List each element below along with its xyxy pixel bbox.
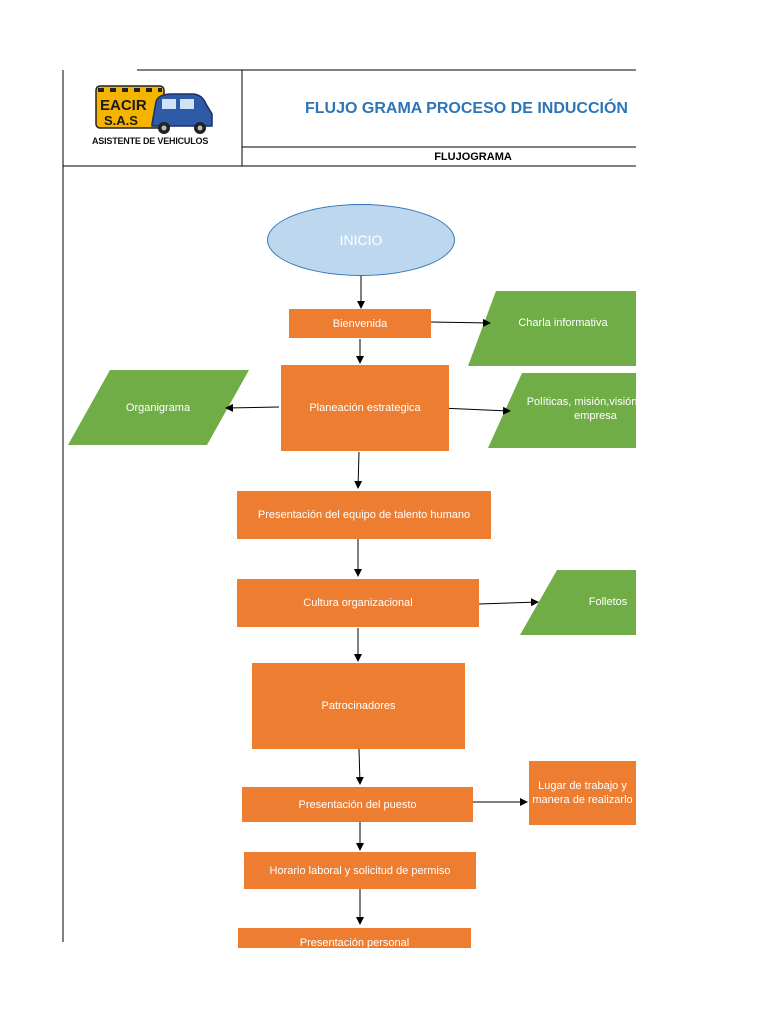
arrow-planeacion-equipo — [354, 451, 363, 489]
node-inicio: INICIO — [267, 204, 455, 276]
node-politicas: Políticas, misión,visión de la empresa — [526, 396, 636, 422]
node-lugar-label: Lugar de trabajo y manera de realizarlo — [532, 780, 633, 806]
logo-tagline: ASISTENTE DE VEHICULOS — [92, 136, 209, 146]
node-horario: Horario laboral y solicitud de permiso — [244, 852, 476, 889]
node-folletos: Folletos — [588, 596, 628, 608]
page-subtitle: FLUJOGRAMA — [434, 151, 512, 163]
arrow-planeacion-organigrama — [225, 403, 280, 412]
node-personal: Presentación personal — [238, 928, 471, 948]
flowchart-shapes — [68, 275, 636, 925]
arrow-planeacion-politicas — [439, 406, 511, 415]
node-organigrama: Organigrama — [125, 402, 191, 414]
arrow-bienvenida-charla — [430, 318, 491, 327]
node-planeacion: Planeación estrategica — [281, 365, 449, 451]
logo-line2: S.A.S — [104, 113, 138, 128]
node-puesto: Presentación del puesto — [242, 787, 473, 822]
arrow-patrocinadores-puesto — [355, 748, 364, 785]
node-bienvenida: Bienvenida — [289, 309, 431, 338]
arrow-cultura-folletos — [478, 598, 539, 607]
flowchart: INICIO Bienvenida Charla informativa Pla… — [63, 168, 636, 948]
politicas-shape — [488, 373, 636, 448]
node-patrocinadores: Patrocinadores — [252, 663, 465, 749]
page-title: FLUJO GRAMA PROCESO DE INDUCCIÓN — [305, 100, 628, 117]
node-equipo: Presentación del equipo de talento human… — [237, 491, 491, 539]
node-cultura: Cultura organizacional — [237, 579, 479, 627]
folletos-shape — [520, 570, 636, 635]
node-lugar: Lugar de trabajo y manera de realizarlo — [529, 761, 636, 825]
organigrama-shape — [68, 370, 249, 445]
node-personal-label: Presentación personal — [299, 937, 410, 948]
logo-line1: EACIR — [100, 97, 147, 114]
car-icon — [151, 93, 213, 134]
charla-shape — [468, 291, 636, 366]
node-charla: Charla informativa — [518, 317, 608, 329]
company-logo: EACIR S.A.S — [95, 85, 213, 134]
